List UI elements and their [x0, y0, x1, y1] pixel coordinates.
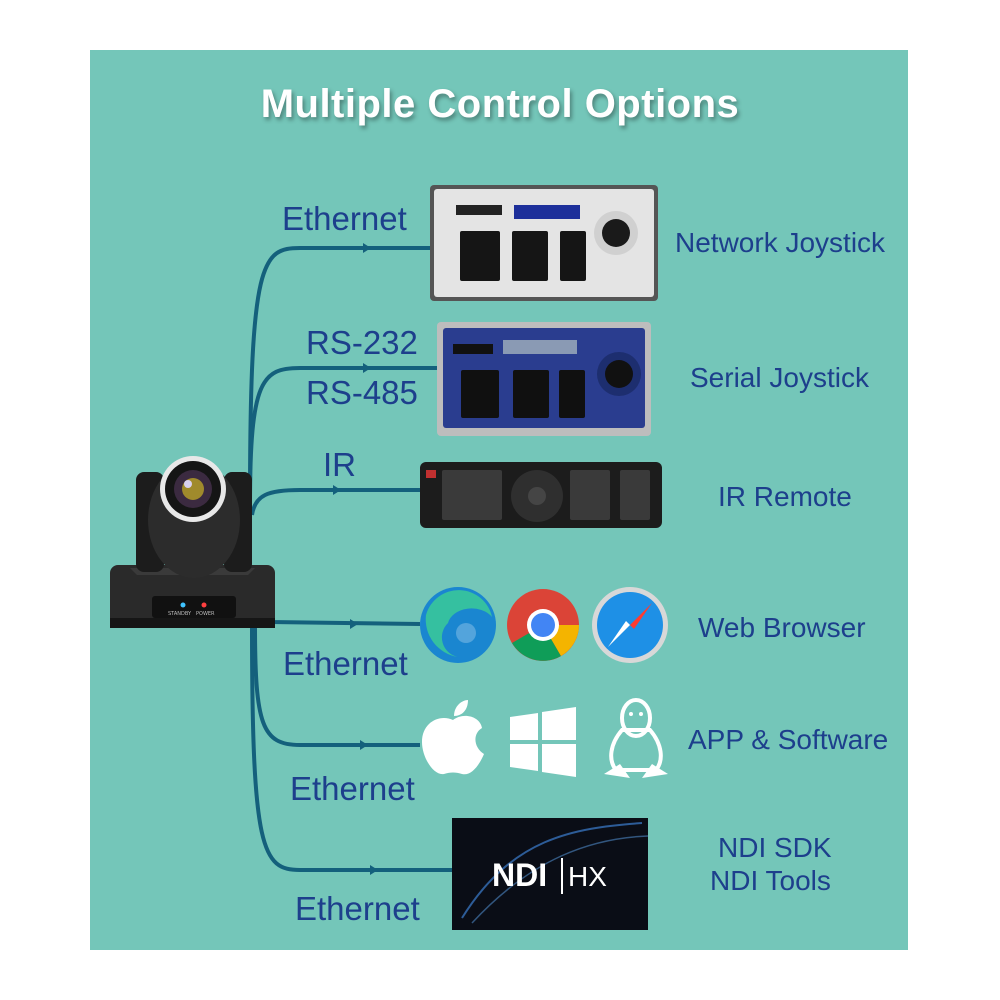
- led-label-standby: STANDBY: [168, 611, 192, 617]
- device-label-ir-remote: IR Remote: [718, 481, 852, 512]
- link-label-ethernet-3: Ethernet: [290, 770, 415, 807]
- line-app: [253, 624, 420, 747]
- ndi-hx-logo: NDI HX: [452, 818, 648, 930]
- device-label-network-joystick: Network Joystick: [675, 227, 886, 258]
- link-label-rs485: RS-485: [306, 374, 418, 411]
- linux-icon: [604, 698, 668, 778]
- led-label-power: POWER: [196, 611, 215, 617]
- device-label-ndi-sdk: NDI SDK: [718, 832, 832, 863]
- ndi-logo-text: NDI: [492, 857, 547, 893]
- arrow-6: [370, 865, 378, 875]
- line-serial-joystick: [248, 366, 440, 506]
- link-label-ethernet-4: Ethernet: [295, 890, 420, 927]
- ndi-logo-suffix: HX: [568, 861, 607, 892]
- serial-joystick-image: [437, 322, 651, 436]
- line-ir: [250, 488, 420, 516]
- arrow-4: [350, 619, 358, 629]
- network-joystick-image: [430, 185, 658, 301]
- link-label-ethernet-1: Ethernet: [282, 200, 407, 237]
- link-label-ir: IR: [323, 446, 356, 483]
- arrow-5: [360, 740, 368, 750]
- arrow-3: [333, 485, 341, 495]
- windows-icon: [510, 707, 576, 777]
- chrome-icon: [507, 589, 579, 661]
- edge-icon: [420, 587, 496, 663]
- line-ndi: [250, 624, 455, 872]
- apple-icon: [422, 700, 484, 775]
- diagram-title: Multiple Control Options: [260, 82, 740, 126]
- link-label-ethernet-2: Ethernet: [283, 645, 408, 682]
- safari-icon: [592, 587, 668, 663]
- link-label-rs232: RS-232: [306, 324, 418, 361]
- device-label-app-software: APP & Software: [688, 724, 889, 755]
- line-network-joystick: [248, 246, 430, 501]
- device-label-serial-joystick: Serial Joystick: [690, 362, 869, 393]
- device-label-web-browser: Web Browser: [698, 612, 866, 643]
- arrow-1: [363, 243, 371, 253]
- device-label-ndi-tools: NDI Tools: [710, 865, 831, 896]
- arrow-2: [363, 363, 371, 373]
- ir-remote-image: [420, 462, 662, 528]
